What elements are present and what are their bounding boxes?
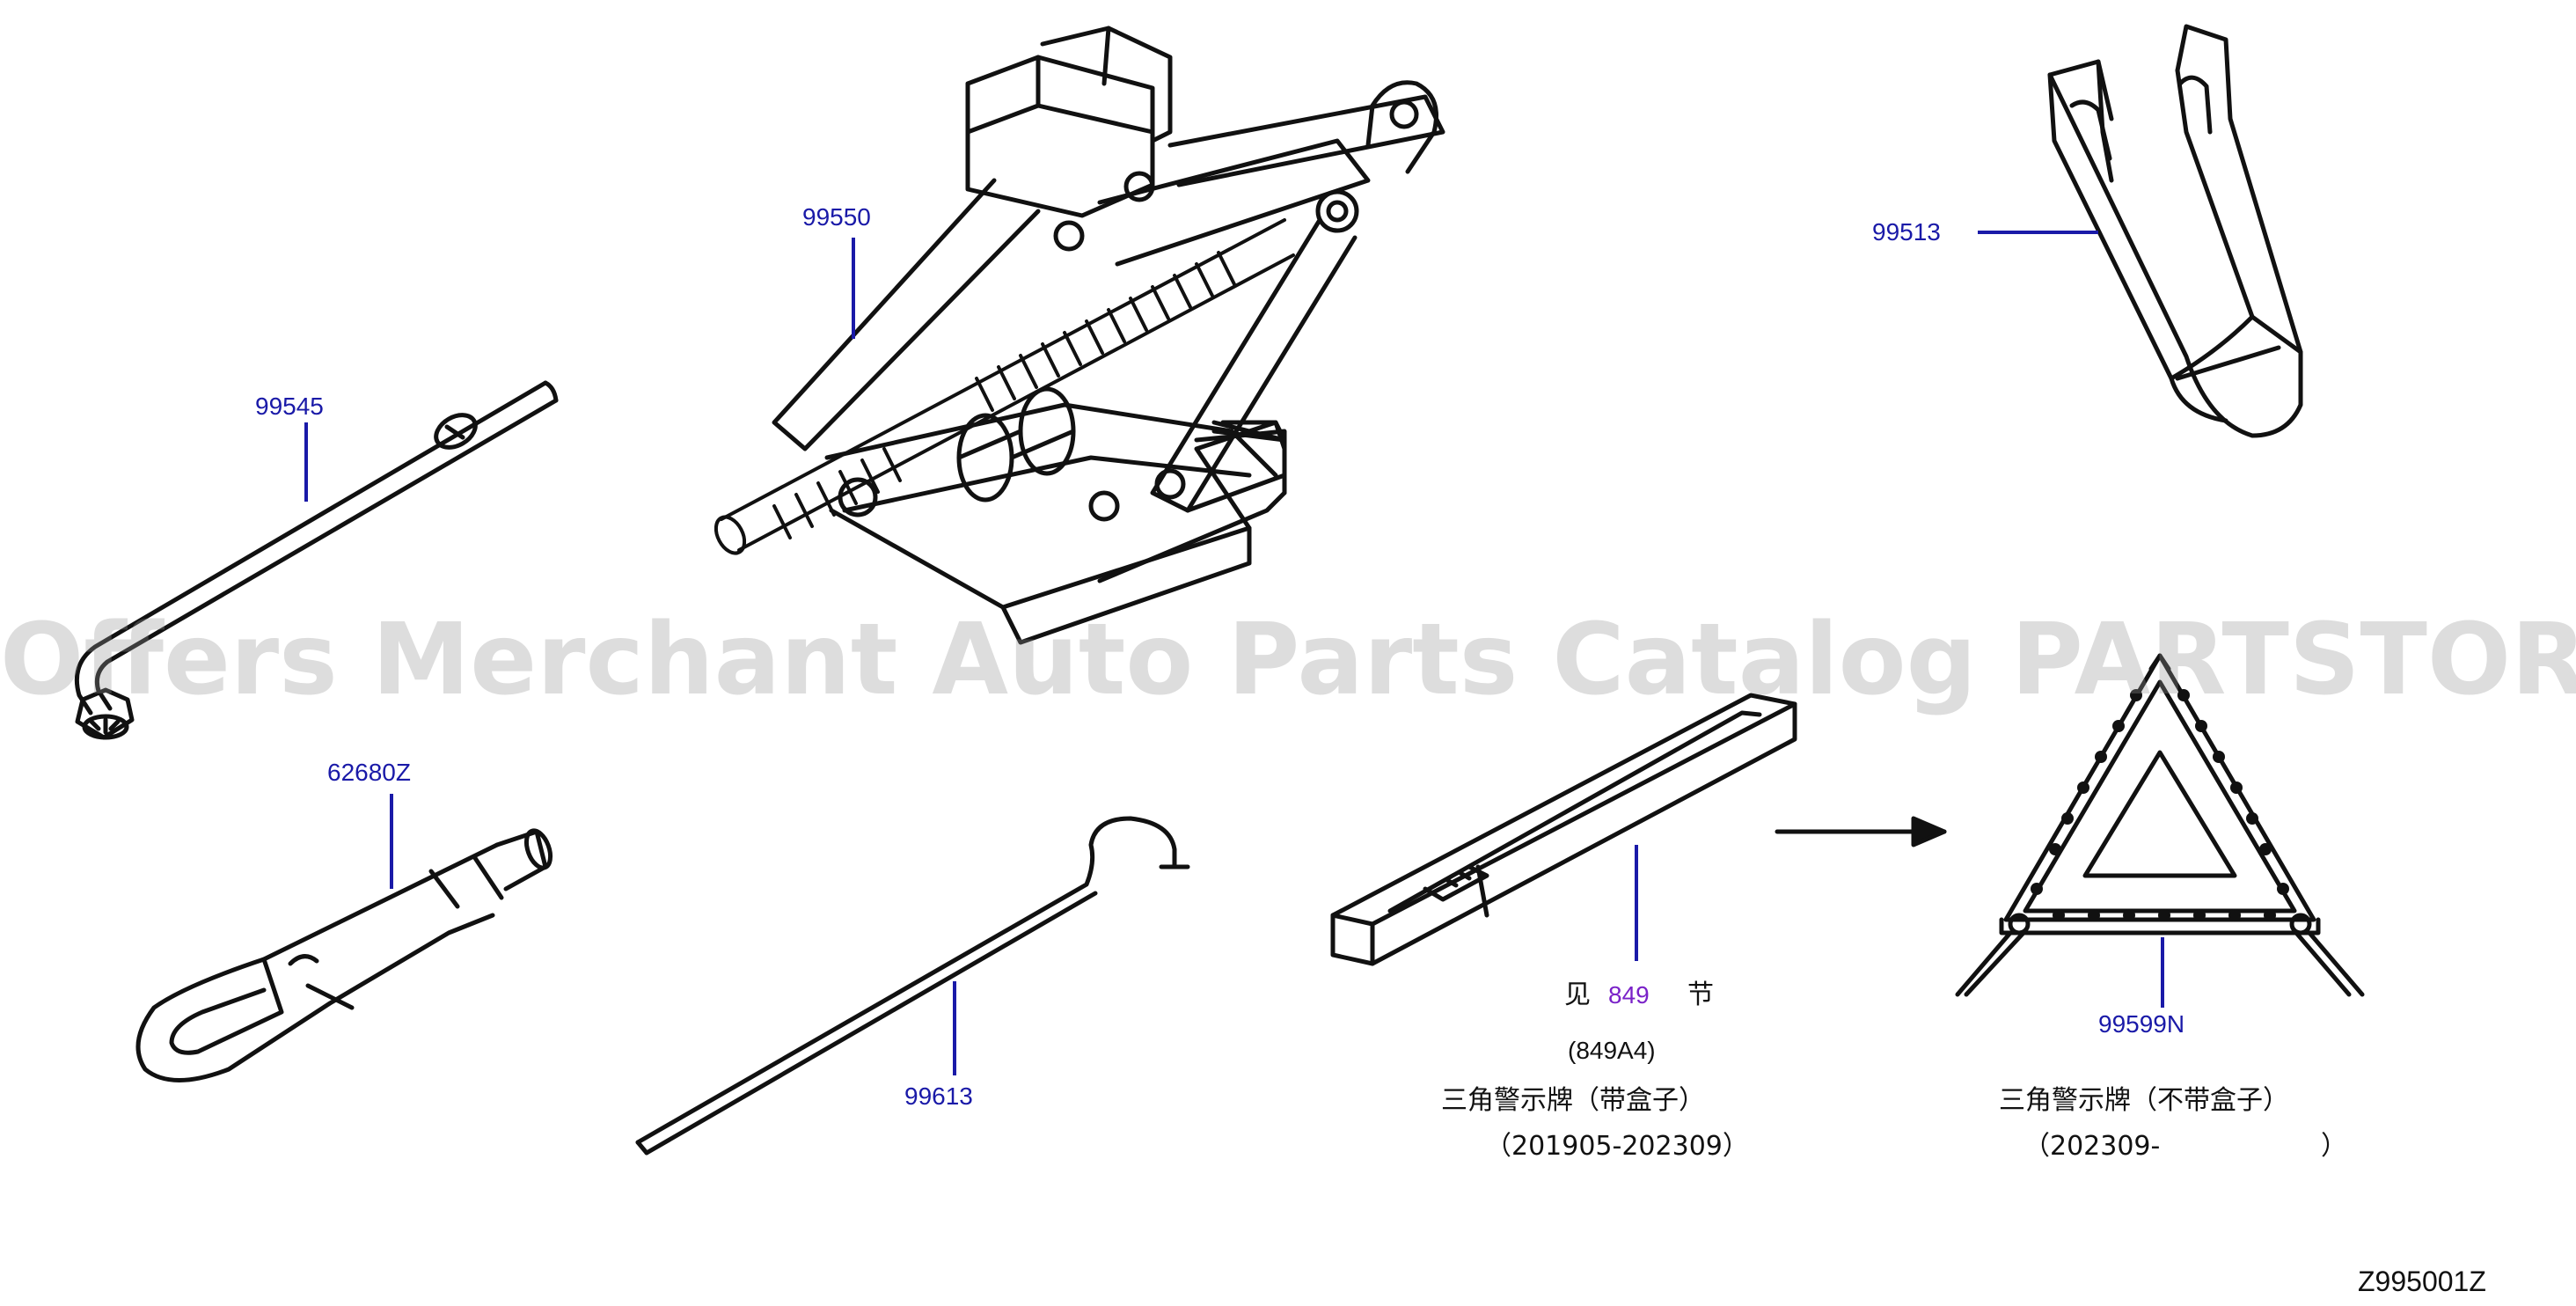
hook-bracket-illustration bbox=[2047, 24, 2303, 438]
part-number-99613[interactable]: 99613 bbox=[904, 1082, 973, 1110]
caption-boxed-title: 三角警示牌（带盒子） bbox=[1441, 1085, 1705, 1116]
reference-section-link[interactable]: 849 bbox=[1608, 981, 1650, 1009]
lug-wrench-illustration bbox=[74, 380, 559, 740]
arrow-box-to-triangle bbox=[1775, 816, 1947, 847]
caption-boxed-period: （201905-202309） bbox=[1485, 1131, 1749, 1162]
caption-unboxed-period-close: ） bbox=[2321, 1131, 2347, 1162]
part-number-62680Z[interactable]: 62680Z bbox=[327, 759, 411, 786]
scissor-jack-illustration bbox=[714, 26, 1445, 645]
reference-jie-label: 节 bbox=[1687, 980, 1714, 1010]
tow-hook-illustration bbox=[135, 828, 553, 1082]
jack-handle-illustration bbox=[635, 816, 1190, 1156]
leader-lines bbox=[304, 231, 2164, 1075]
part-number-99599N[interactable]: 99599N bbox=[2098, 1010, 2185, 1038]
reference-see-label: 见 bbox=[1564, 980, 1591, 1010]
reference-code: (849A4) bbox=[1568, 1037, 1656, 1064]
caption-unboxed-period-open: （202309- bbox=[2023, 1131, 2161, 1162]
part-number-99513[interactable]: 99513 bbox=[1872, 218, 1941, 246]
caption-unboxed-title: 三角警示牌（不带盒子） bbox=[1999, 1085, 2289, 1116]
part-number-99550[interactable]: 99550 bbox=[802, 203, 871, 231]
part-number-99545[interactable]: 99545 bbox=[255, 393, 324, 420]
triangle-box-illustration bbox=[1330, 693, 1797, 966]
warning-triangle-illustration bbox=[1955, 653, 2365, 997]
diagram-id: Z995001Z bbox=[2358, 1266, 2486, 1297]
